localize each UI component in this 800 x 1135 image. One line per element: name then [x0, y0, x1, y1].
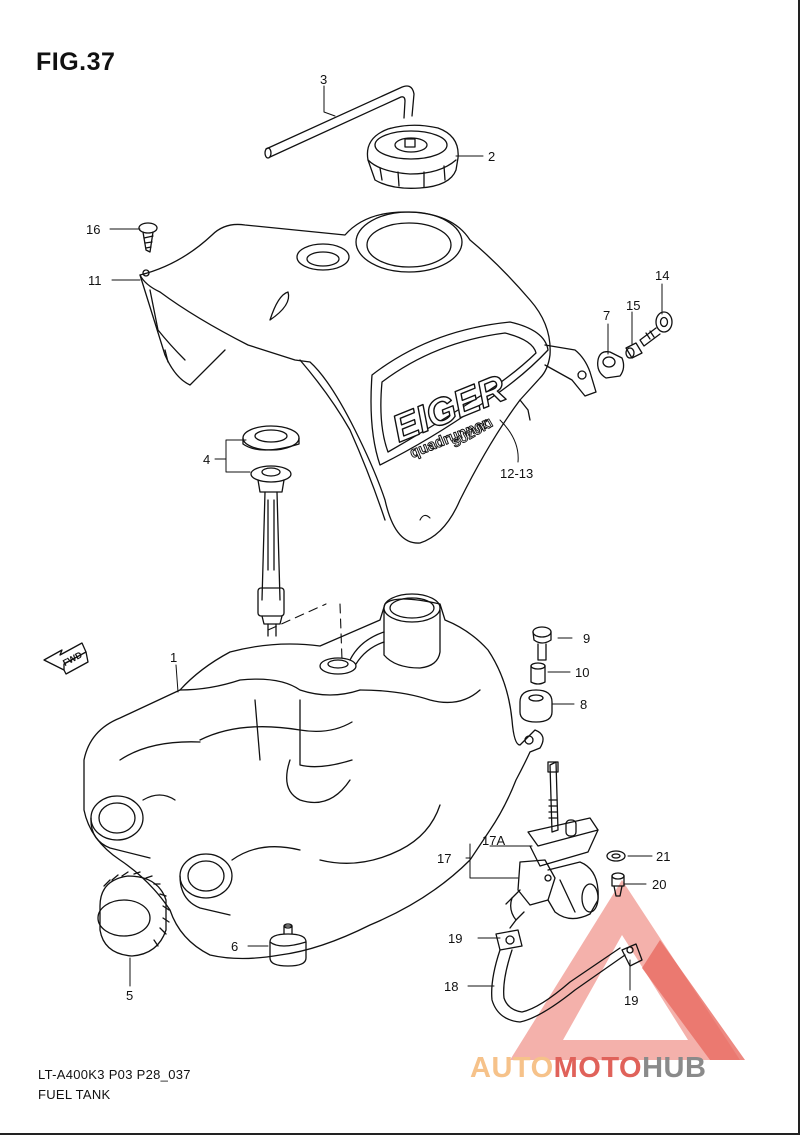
leader-lines: [109, 85, 663, 991]
washer-21: [606, 850, 626, 862]
fuel-hose-18: [491, 947, 626, 1023]
figure-title: FIG.37: [36, 48, 116, 76]
fuel-gauge-grommet-4: [242, 425, 300, 451]
footer-model-code: LT-A400K3 P03 P28_037: [38, 1067, 191, 1082]
bolt-14: [639, 311, 673, 347]
watermark-part-hub: HUB: [642, 1052, 707, 1084]
breather-hose: [264, 85, 415, 159]
callout-17: 17: [437, 851, 451, 866]
callout-15: 15: [626, 298, 640, 313]
callout-19-left: 19: [448, 931, 462, 946]
callout-11: 11: [88, 273, 102, 288]
cushion-7: [597, 351, 625, 379]
screw-16: [138, 222, 158, 253]
clip-19-right: [621, 943, 643, 967]
watermark-logo-text: AUTOMOTOHUB: [470, 1052, 706, 1085]
clip-19-left: [495, 929, 523, 951]
collar-10: [530, 662, 546, 685]
fuel-valve-17: [505, 761, 599, 929]
watermark-part-moto: MOTO: [553, 1052, 643, 1084]
bolt-9: [532, 626, 552, 661]
callout-6: 6: [231, 939, 238, 954]
fuel-tank: [83, 593, 544, 960]
watermark-logo-triangle: [510, 880, 745, 1060]
assembly-guide-lines: [267, 603, 343, 661]
collar-15: [625, 342, 643, 359]
cushion-8: [519, 689, 553, 723]
callout-18: 18: [444, 979, 458, 994]
callout-3: 3: [320, 72, 327, 87]
rubber-protector-5: [97, 871, 170, 957]
fuel-cap: [366, 124, 459, 189]
callout-17A: 17A: [482, 833, 505, 848]
callout-8: 8: [580, 697, 587, 712]
cushion-6: [269, 923, 307, 967]
watermark-part-auto: AUTO: [470, 1052, 554, 1084]
callout-5: 5: [126, 988, 133, 1003]
callout-12-13: 12-13: [500, 466, 533, 481]
callout-20: 20: [652, 877, 666, 892]
screw-20: [611, 872, 625, 897]
callout-10: 10: [575, 665, 589, 680]
callout-19-right: 19: [624, 993, 638, 1008]
callout-21: 21: [656, 849, 670, 864]
tank-cover: EIGER quadrunner SUZUKI: [139, 211, 597, 544]
callout-2: 2: [488, 149, 495, 164]
callout-7: 7: [603, 308, 610, 323]
callout-1: 1: [170, 650, 177, 665]
fwd-arrow-icon: FWD: [43, 642, 89, 675]
callout-9: 9: [583, 631, 590, 646]
callout-labels: 3 2 16 11 7 15 14 4 12-13 1 9 10 8 17A 1…: [86, 72, 670, 1008]
footer-section-name: FUEL TANK: [38, 1087, 111, 1102]
callout-14: 14: [655, 268, 669, 283]
callout-16: 16: [86, 222, 100, 237]
callout-4: 4: [203, 452, 210, 467]
fuel-gauge-sender: [250, 465, 292, 637]
